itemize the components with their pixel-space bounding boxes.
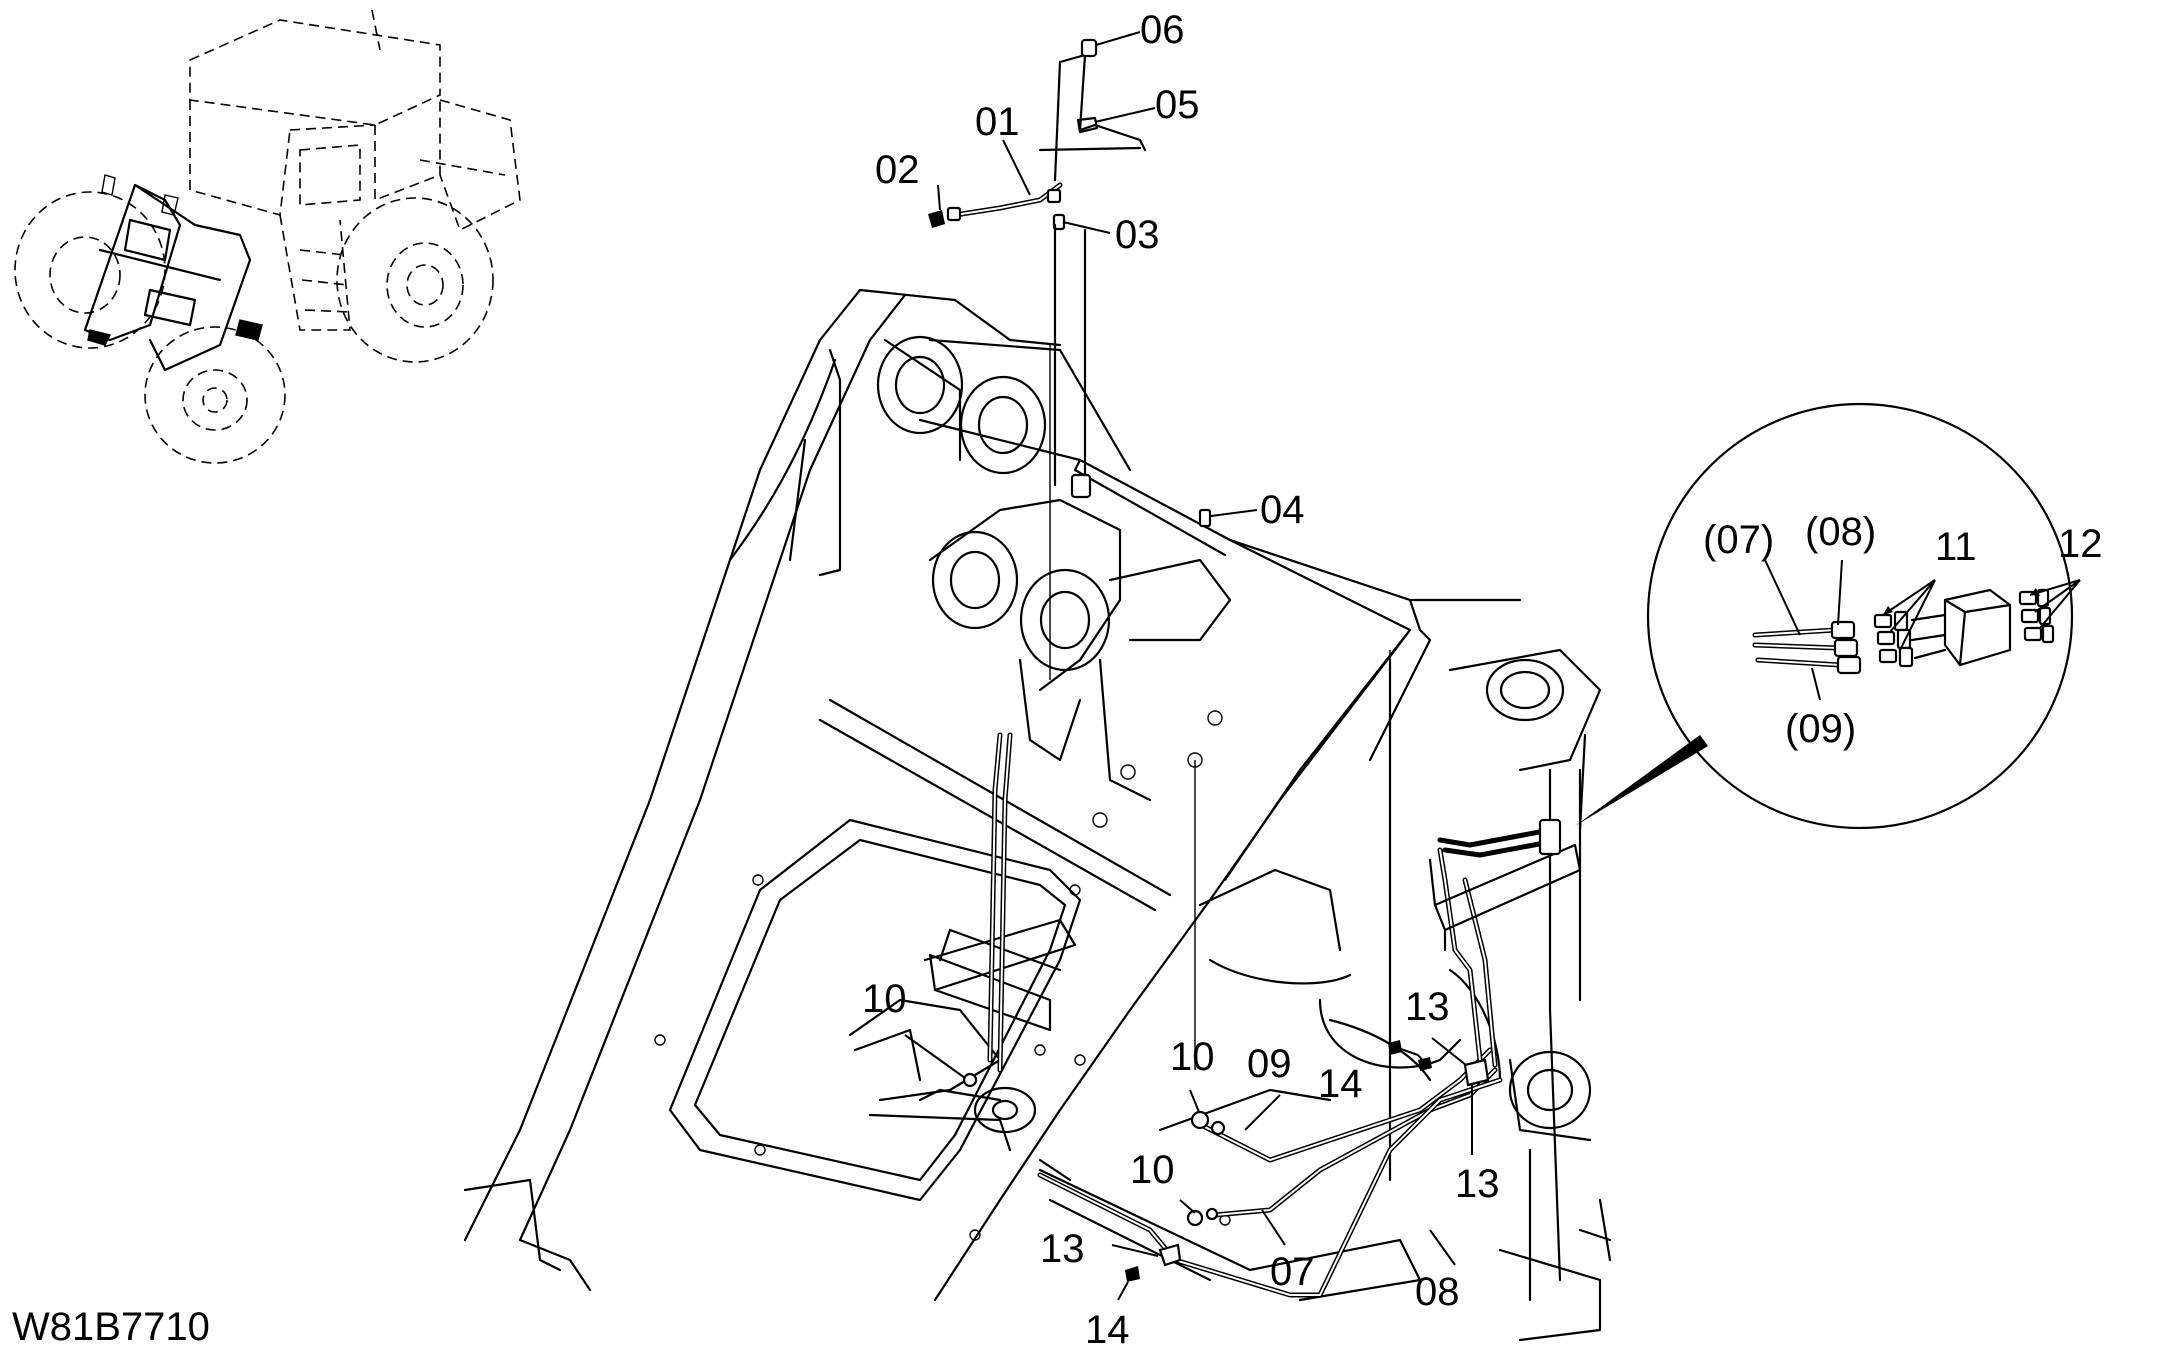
- callout-12: 12: [2058, 522, 2103, 566]
- leader-lines: [904, 31, 1473, 1301]
- detail-pointer: [1575, 735, 1708, 826]
- callout-10-center: 10: [1170, 1035, 1215, 1079]
- machine-overview-thumbnail: [14, 9, 521, 464]
- callout-02: 02: [875, 148, 920, 192]
- lower-hose-assembly: [962, 732, 1582, 1298]
- detail-callout-09: (09): [1785, 707, 1856, 751]
- callout-11: 11: [1935, 525, 1977, 569]
- callout-07: 07: [1270, 1250, 1315, 1294]
- callout-10-left: 10: [862, 977, 907, 1021]
- callout-13-upper: 13: [1405, 985, 1450, 1029]
- callout-13-lower-left: 13: [1040, 1227, 1085, 1271]
- callout-14-right: 14: [1318, 1062, 1363, 1106]
- callout-08: 08: [1415, 1270, 1460, 1314]
- detail-circle: [1646, 402, 2074, 830]
- front-frame: [463, 288, 1612, 1342]
- callout-labels: 06 05 01 02 03 04 10 10 10 09 14 13 13 0…: [862, 8, 2103, 1350]
- callout-06: 06: [1140, 8, 1185, 52]
- callout-03: 03: [1115, 213, 1160, 257]
- upper-grease-line-assembly: [928, 38, 1212, 528]
- callout-05: 05: [1155, 83, 1200, 127]
- detail-view: [1575, 402, 2081, 830]
- callout-14-lower: 14: [1085, 1308, 1130, 1350]
- drawing-code: W81B7710: [12, 1305, 210, 1349]
- callout-10-lower: 10: [1130, 1148, 1175, 1192]
- callout-13-lower-right: 13: [1455, 1162, 1500, 1206]
- callout-01: 01: [975, 100, 1020, 144]
- callout-04: 04: [1260, 488, 1305, 532]
- callout-09: 09: [1247, 1042, 1292, 1086]
- detail-callout-07: (07): [1703, 518, 1774, 562]
- detail-callout-08: (08): [1805, 510, 1876, 554]
